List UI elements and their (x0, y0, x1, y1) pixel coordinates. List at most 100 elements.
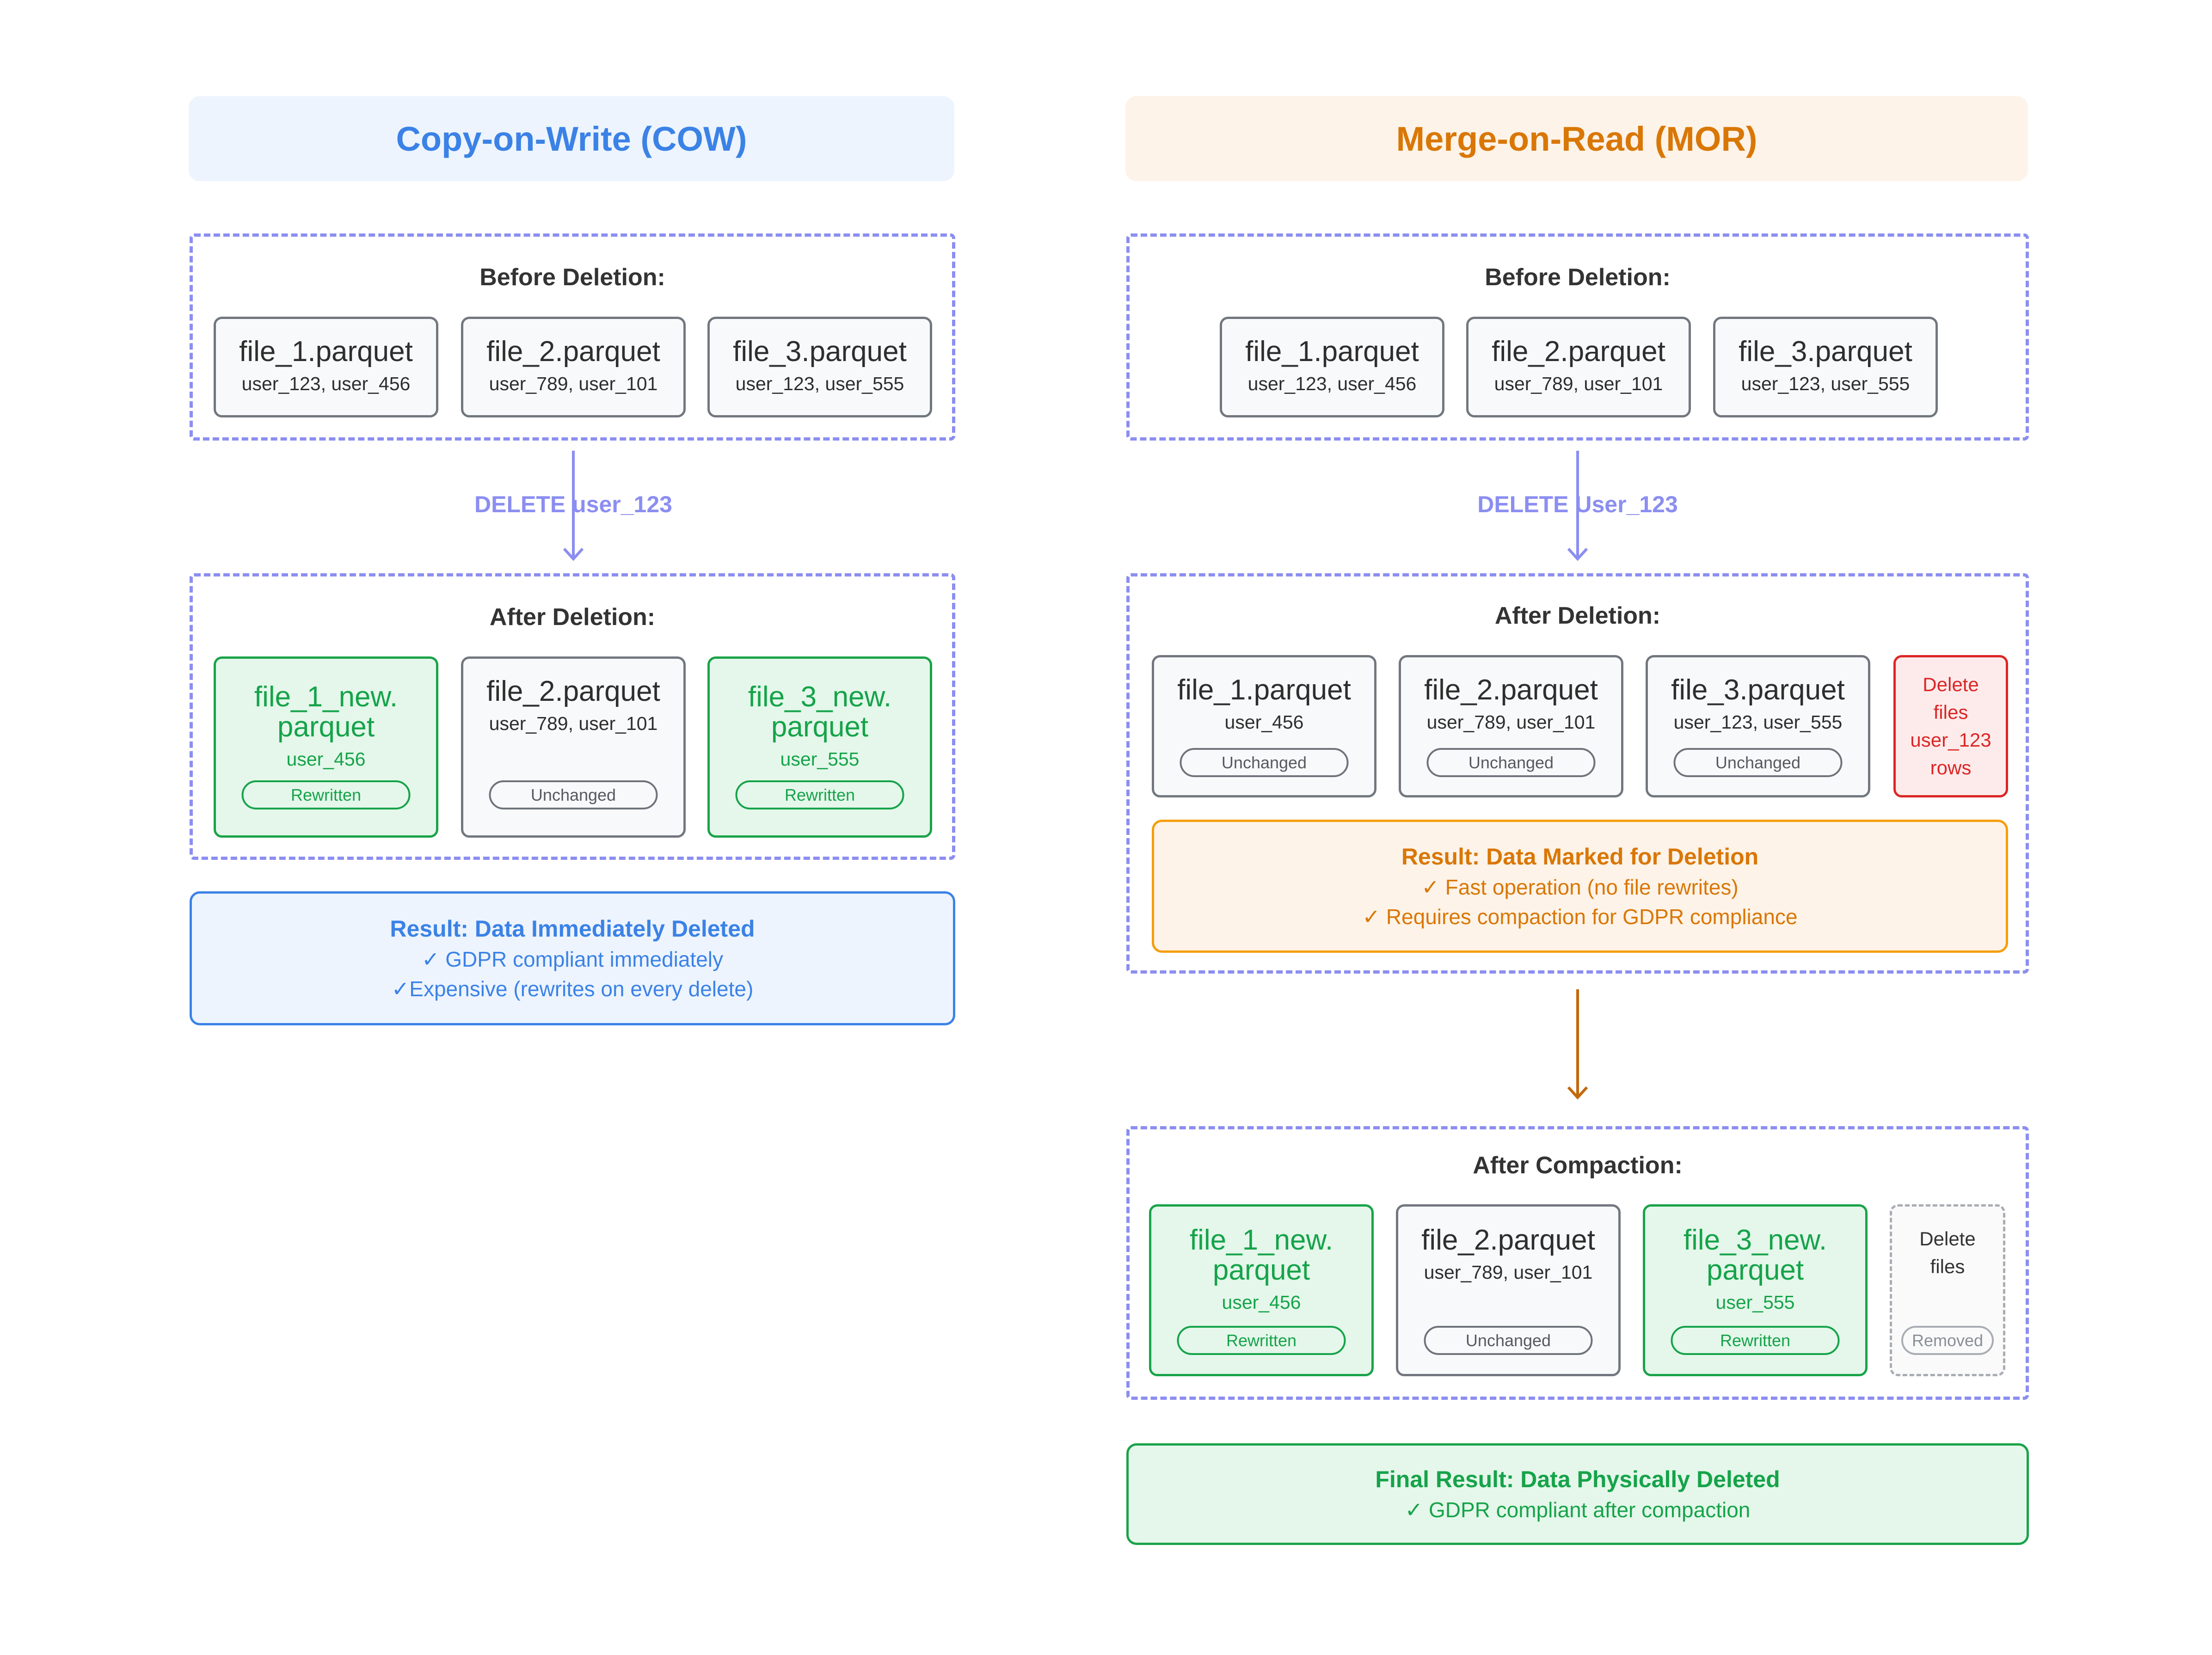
mor-final-point-1: ✓ GDPR compliant after compaction (1405, 1497, 1751, 1522)
mor-after-file-2: file_2.parquet user_789, user_101 Unchan… (1399, 655, 1623, 797)
cow-result-box: Result: Data Immediately Deleted ✓ GDPR … (190, 891, 955, 1025)
file-users: user_789, user_101 (1424, 1262, 1593, 1283)
file-name: file_1.parquet (1177, 674, 1351, 706)
mor-before-file-1: file_1.parquet user_123, user_456 (1220, 317, 1444, 417)
cow-before-file-3: file_3.parquet user_123, user_555 (707, 317, 932, 417)
file-users: user_123, user_555 (1741, 373, 1910, 395)
mor-before-file-3: file_3.parquet user_123, user_555 (1713, 317, 1938, 417)
cow-result-title: Result: Data Immediately Deleted (390, 916, 755, 942)
cow-before-file-1: file_1.parquet user_123, user_456 (214, 317, 438, 417)
status-badge-rewritten: Rewritten (1177, 1326, 1346, 1355)
file-users: user_123, user_456 (1247, 373, 1417, 395)
status-badge-rewritten: Rewritten (241, 780, 411, 809)
cow-after-section: After Deletion: file_1_new. parquet user… (190, 573, 955, 860)
mor-result-point-2-text: Requires compaction for GDPR compliance (1386, 905, 1798, 929)
file-name: file_2.parquet (486, 675, 660, 707)
check-icon: ✓ (1362, 905, 1386, 929)
mor-removed-delete-file: Delete files Removed (1890, 1204, 2005, 1376)
file-name: file_3_new. (748, 681, 892, 713)
file-name: file_3_new. (1683, 1224, 1827, 1256)
delete-file-line-4: rows (1930, 757, 1972, 778)
mor-after-title: After Deletion: (1494, 602, 1661, 629)
file-users: user_555 (780, 748, 860, 770)
cow-delete-arrow (563, 451, 584, 561)
file-name: file_1_new. (1189, 1224, 1333, 1256)
mor-result-title: Result: Data Marked for Deletion (1401, 844, 1759, 870)
mor-before-file-2: file_2.parquet user_789, user_101 (1466, 317, 1691, 417)
check-icon: ✓ (1405, 1498, 1429, 1522)
delete-file-line-1: Delete (1923, 674, 1979, 695)
cow-before-file-2: file_2.parquet user_789, user_101 (461, 317, 686, 417)
cow-result-point-1: ✓ GDPR compliant immediately (422, 947, 723, 972)
mor-result-box: Result: Data Marked for Deletion ✓ Fast … (1152, 820, 2008, 953)
mor-final-result-box: Final Result: Data Physically Deleted ✓ … (1126, 1443, 2029, 1545)
status-badge-rewritten: Rewritten (735, 780, 904, 809)
mor-compaction-section: After Compaction: file_1_new. parquet us… (1126, 1126, 2029, 1400)
mor-final-point-1-text: GDPR compliant after compaction (1428, 1498, 1751, 1522)
mor-delete-file: Delete files user_123 rows (1893, 655, 2008, 797)
file-users: user_123, user_456 (241, 373, 411, 395)
file-users: user_555 (1715, 1292, 1795, 1313)
mor-compaction-file-3: file_3_new. parquet user_555 Rewritten (1643, 1204, 1868, 1376)
removed-file-line-1: Delete (1919, 1228, 1976, 1250)
file-name: file_3.parquet (1739, 336, 1912, 368)
file-name: file_1.parquet (239, 336, 413, 368)
file-users: user_123, user_555 (735, 373, 904, 395)
check-icon: ✓ (421, 947, 446, 971)
removed-file-line-2: files (1930, 1256, 1965, 1277)
file-users: user_789, user_101 (489, 373, 658, 395)
status-badge-rewritten: Rewritten (1671, 1326, 1840, 1355)
file-name: file_3.parquet (1671, 674, 1845, 706)
file-name-cont: parquet (277, 711, 375, 743)
cow-before-section: Before Deletion: file_1.parquet user_123… (190, 233, 955, 441)
cow-result-point-2: ✓Expensive (rewrites on every delete) (392, 976, 754, 1001)
status-badge-unchanged: Unchanged (1426, 748, 1596, 777)
status-badge-unchanged: Unchanged (1424, 1326, 1593, 1355)
file-name: file_2.parquet (1421, 1224, 1595, 1256)
check-icon: ✓ (1421, 875, 1445, 899)
cow-result-point-1-text: GDPR compliant immediately (445, 947, 724, 971)
file-users: user_123, user_555 (1673, 711, 1843, 733)
file-users: user_789, user_101 (1426, 711, 1596, 733)
mor-compaction-file-1: file_1_new. parquet user_456 Rewritten (1149, 1204, 1374, 1376)
cow-after-file-2: file_2.parquet user_789, user_101 Unchan… (461, 656, 686, 838)
file-users: user_456 (286, 748, 366, 770)
cow-after-title: After Deletion: (489, 604, 656, 631)
mor-result-point-2: ✓ Requires compaction for GDPR complianc… (1362, 904, 1797, 929)
file-users: user_789, user_101 (489, 713, 658, 735)
mor-after-file-3: file_3.parquet user_123, user_555 Unchan… (1646, 655, 1870, 797)
file-name-cont: parquet (1212, 1254, 1310, 1287)
cow-before-title: Before Deletion: (479, 264, 665, 291)
file-name: file_2.parquet (1492, 336, 1665, 368)
cow-after-file-1: file_1_new. parquet user_456 Rewritten (214, 656, 438, 838)
status-badge-unchanged: Unchanged (1673, 748, 1843, 777)
file-name-cont: parquet (771, 711, 869, 743)
compaction-arrow (1567, 989, 1588, 1100)
delete-file-line-2: files (1933, 701, 1968, 723)
cow-after-file-3: file_3_new. parquet user_555 Rewritten (707, 656, 932, 838)
status-badge-unchanged: Unchanged (1180, 748, 1349, 777)
mor-result-point-1: ✓ Fast operation (no file rewrites) (1421, 875, 1738, 900)
file-name: file_3.parquet (733, 336, 907, 368)
mor-before-section: Before Deletion: file_1.parquet user_123… (1126, 233, 2029, 441)
mor-before-title: Before Deletion: (1485, 264, 1671, 291)
cow-delete-label: DELETE user_123 (474, 491, 672, 517)
cow-title: Copy-on-Write (COW) (396, 119, 747, 158)
mor-delete-label: DELETE User_123 (1477, 491, 1678, 517)
mor-delete-arrow (1567, 451, 1588, 561)
mor-after-file-1: file_1.parquet user_456 Unchanged (1152, 655, 1376, 797)
file-name: file_1_new. (254, 681, 398, 713)
file-users: user_456 (1222, 1292, 1301, 1313)
mor-compaction-title: After Compaction: (1473, 1152, 1683, 1179)
file-name-cont: parquet (1706, 1254, 1804, 1287)
cow-result-point-2-text: Expensive (rewrites on every delete) (409, 977, 754, 1001)
delete-file-line-3: user_123 (1910, 729, 1991, 751)
mor-after-section: After Deletion: file_1.parquet user_456 … (1126, 573, 2029, 974)
status-badge-removed: Removed (1901, 1326, 1994, 1355)
check-icon: ✓ (391, 977, 410, 1001)
file-users: user_789, user_101 (1494, 373, 1663, 395)
mor-title: Merge-on-Read (MOR) (1396, 119, 1757, 158)
mor-result-point-1-text: Fast operation (no file rewrites) (1445, 875, 1739, 899)
file-name: file_1.parquet (1245, 336, 1419, 368)
file-name: file_2.parquet (1424, 674, 1598, 706)
